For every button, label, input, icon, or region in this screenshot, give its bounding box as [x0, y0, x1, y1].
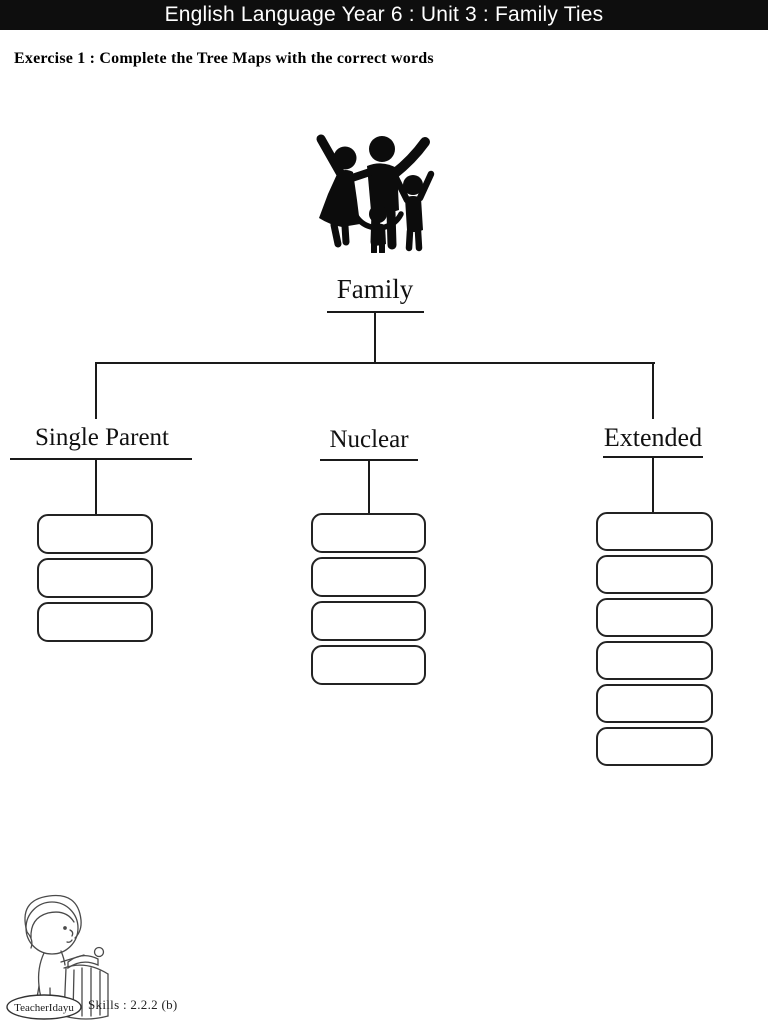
answer-box[interactable]: [596, 598, 713, 637]
answer-box[interactable]: [596, 512, 713, 551]
answer-box[interactable]: [596, 641, 713, 680]
answer-column-nuclear: [311, 513, 426, 685]
answer-box[interactable]: [311, 513, 426, 553]
extended-vertical-line: [652, 458, 654, 512]
nuclear-underline: [320, 459, 418, 461]
answer-box[interactable]: [311, 601, 426, 641]
exercise-instruction: Exercise 1 : Complete the Tree Maps with…: [14, 50, 434, 67]
answer-box[interactable]: [596, 684, 713, 723]
header-bar: English Language Year 6 : Unit 3 : Famil…: [0, 0, 768, 30]
answer-box[interactable]: [596, 727, 713, 766]
answer-box[interactable]: [37, 514, 153, 554]
page-title: English Language Year 6 : Unit 3 : Famil…: [164, 3, 604, 26]
watermark-oval: [6, 994, 82, 1020]
single-parent-underline: [10, 458, 192, 460]
answer-box[interactable]: [596, 555, 713, 594]
branch-horizontal-line: [96, 362, 655, 364]
family-icon: [316, 134, 435, 253]
root-vertical-line: [374, 312, 376, 363]
answer-box[interactable]: [311, 557, 426, 597]
answer-box[interactable]: [311, 645, 426, 685]
single-parent-vertical-line: [95, 460, 97, 514]
answer-column-single-parent: [37, 514, 153, 642]
branch-label-single-parent: Single Parent: [34, 424, 169, 451]
skills-reference: Skills : 2.2.2 (b): [88, 997, 178, 1012]
nuclear-vertical-line: [368, 461, 370, 513]
left-branch-stub: [95, 362, 97, 419]
answer-box[interactable]: [37, 558, 153, 598]
extended-underline: [603, 456, 703, 458]
child-writing-illustration: TeacherIdayu: [6, 894, 109, 1020]
watermark-text: TeacherIdayu: [14, 1002, 74, 1014]
branch-label-extended: Extended: [603, 423, 703, 452]
right-branch-stub: [652, 362, 654, 419]
answer-box[interactable]: [37, 602, 153, 642]
branch-label-nuclear: Nuclear: [329, 426, 409, 453]
answer-column-extended: [596, 512, 713, 766]
tree-root-label: Family: [336, 274, 414, 304]
